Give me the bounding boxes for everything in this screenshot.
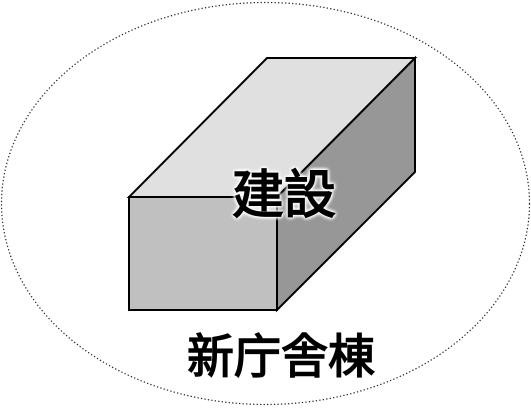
construction-label: 建設 [231, 166, 336, 226]
new-building-label: 新庁舎棟 [187, 330, 375, 385]
box-front-face [128, 196, 278, 311]
